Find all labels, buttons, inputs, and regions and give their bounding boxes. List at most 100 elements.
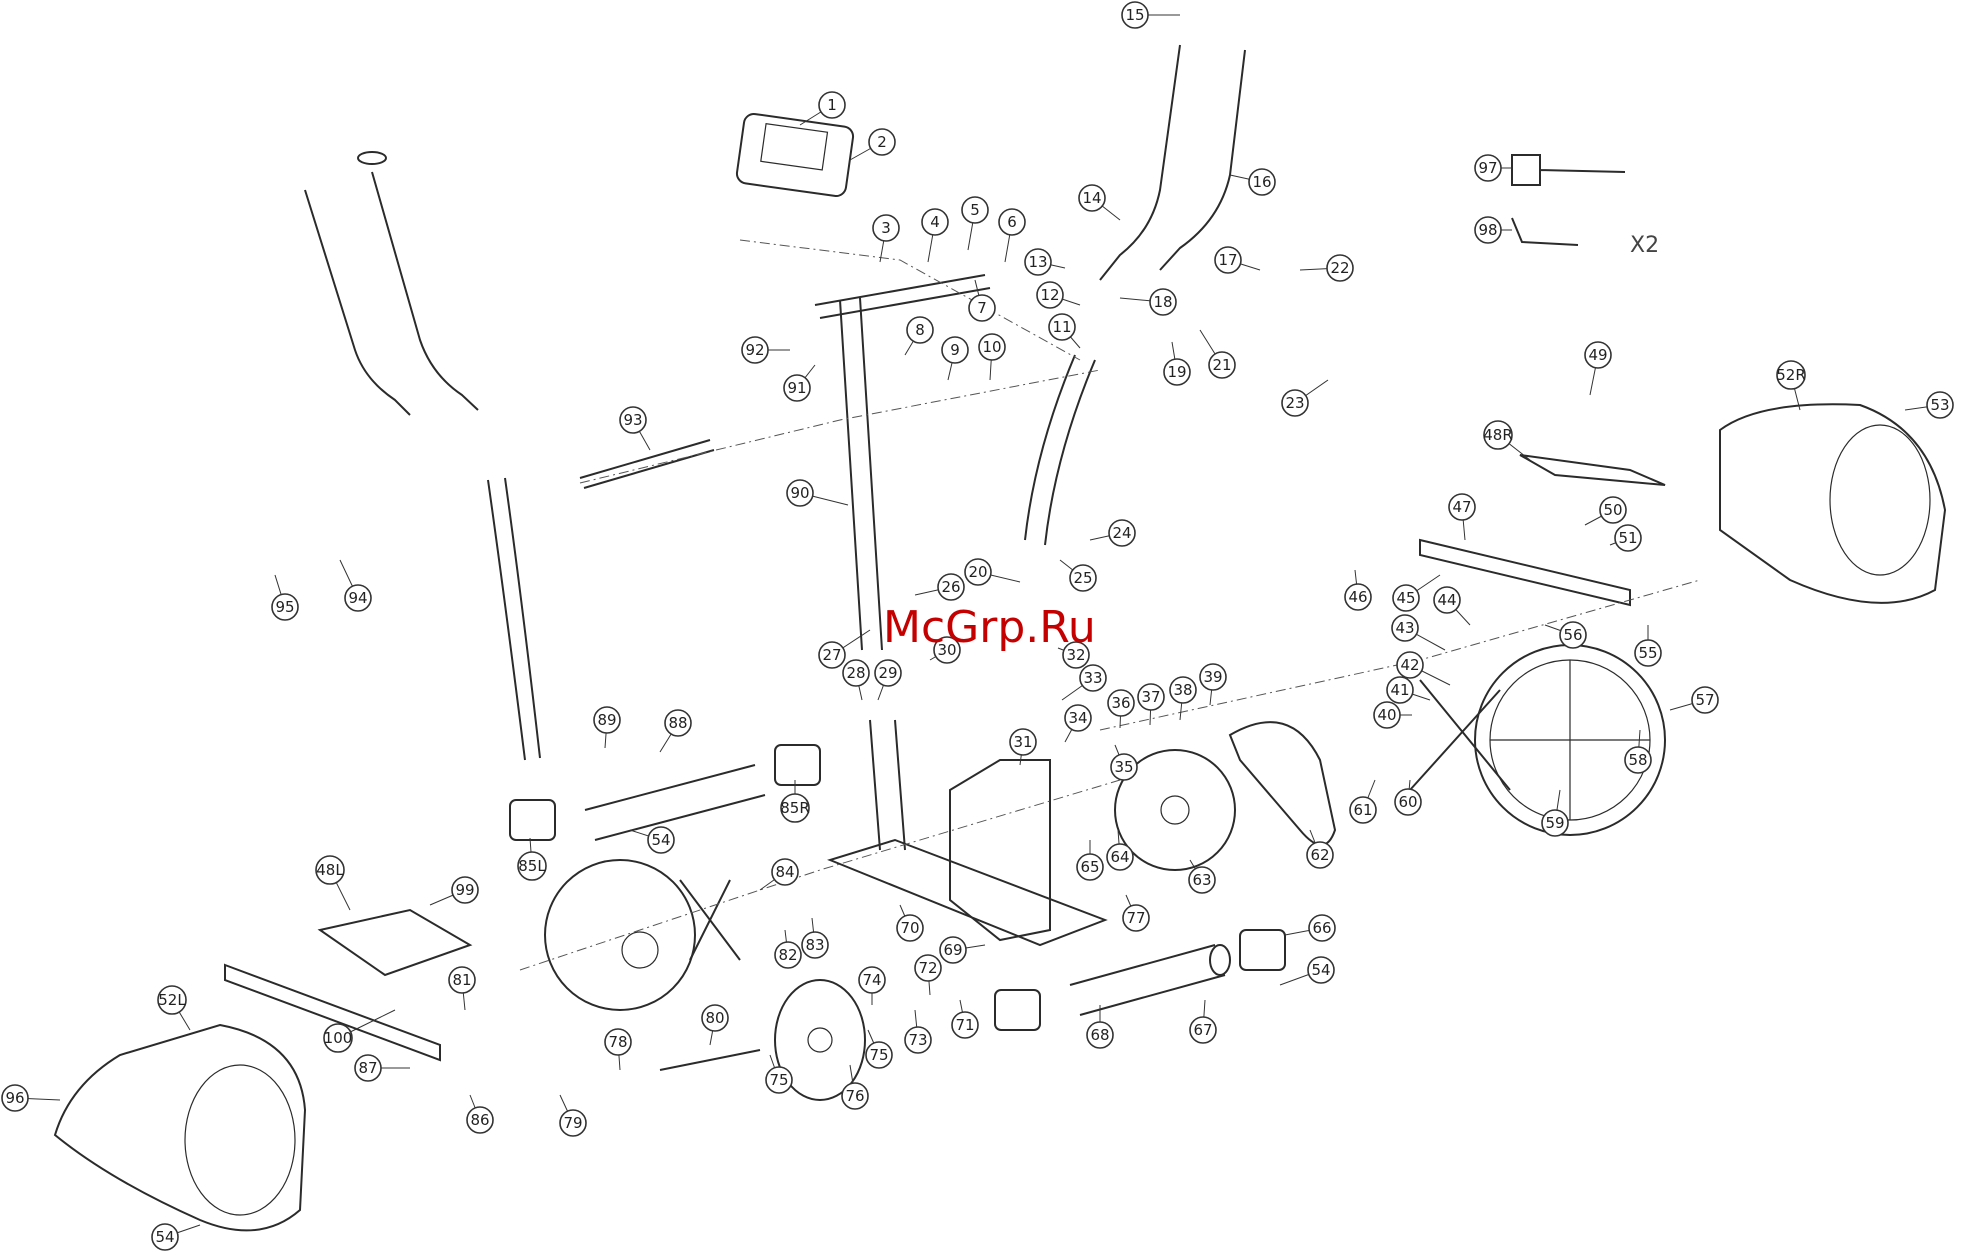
rear-stabilizer-tube <box>1069 944 1226 1016</box>
callout-circle <box>593 706 621 734</box>
callout-circle <box>964 558 992 586</box>
callout-circle <box>451 876 479 904</box>
callout-76: 76 <box>841 1082 869 1110</box>
callout-number: 21 <box>1212 356 1231 374</box>
callout-circle <box>1326 254 1354 282</box>
callout-number: 63 <box>1192 871 1211 889</box>
callout-number: 64 <box>1110 848 1129 866</box>
callout-number: 27 <box>822 646 841 664</box>
callout-96: 96 <box>1 1084 29 1112</box>
callout-circle <box>448 966 476 994</box>
callout-number: 92 <box>745 341 764 359</box>
right-cover <box>1719 403 1947 604</box>
callout-number: 99 <box>455 881 474 899</box>
callout-3: 3 <box>872 214 900 242</box>
callout-circle <box>818 91 846 119</box>
callout-number: 7 <box>977 299 987 317</box>
left-handlebar-upper-2 <box>371 171 479 411</box>
callout-66: 66 <box>1308 914 1336 942</box>
callout-number: 68 <box>1090 1026 1109 1044</box>
callout-5: 5 <box>961 196 989 224</box>
callout-30: 30 <box>933 636 961 664</box>
callout-circle <box>1599 496 1627 524</box>
callout-circle <box>1483 420 1513 450</box>
callout-7: 7 <box>968 294 996 322</box>
callout-number: 89 <box>597 711 616 729</box>
callout-number: 52R <box>1776 366 1806 384</box>
callout-43: 43 <box>1391 614 1419 642</box>
callout-circle <box>1208 351 1236 379</box>
callout-23: 23 <box>1281 389 1309 417</box>
callout-74: 74 <box>858 966 886 994</box>
callout-35: 35 <box>1110 753 1138 781</box>
callout-40: 40 <box>1373 701 1401 729</box>
callout-number: 69 <box>943 941 962 959</box>
callout-circle <box>1137 683 1165 711</box>
callout-number: 4 <box>930 213 940 231</box>
callout-circle <box>818 641 846 669</box>
callout-number: 78 <box>608 1033 627 1051</box>
callout-number: 30 <box>937 641 956 659</box>
callout-circle <box>1048 313 1076 341</box>
callout-64: 64 <box>1106 843 1134 871</box>
right-lower-arm <box>1024 354 1076 541</box>
callout-circle <box>1392 584 1420 612</box>
callout-95: 95 <box>271 593 299 621</box>
end-cap-rear <box>994 989 1041 1031</box>
callout-number: 2 <box>877 133 887 151</box>
callout-circle <box>1614 524 1642 552</box>
callout-6: 6 <box>998 208 1026 236</box>
callout-32: 32 <box>1062 641 1090 669</box>
left-lower-arm <box>487 479 526 761</box>
callout-48r: 48R <box>1483 420 1513 450</box>
callout-number: 84 <box>775 863 794 881</box>
callout-number: 85L <box>518 857 546 875</box>
callout-10: 10 <box>978 333 1006 361</box>
callout-49: 49 <box>1584 341 1612 369</box>
main-axle <box>579 439 715 489</box>
callout-number: 97 <box>1478 159 1497 177</box>
callout-90: 90 <box>786 479 814 507</box>
callout-73: 73 <box>904 1026 932 1054</box>
callout-circle <box>619 406 647 434</box>
callout-circle <box>865 1041 893 1069</box>
end-cap-85l <box>509 799 556 841</box>
callout-number: 13 <box>1028 253 1047 271</box>
callout-number: 72 <box>918 959 937 977</box>
callout-50: 50 <box>1599 496 1627 524</box>
callout-86: 86 <box>466 1106 494 1134</box>
callout-number: 95 <box>275 598 294 616</box>
callout-number: 48L <box>316 861 344 879</box>
callout-number: 90 <box>790 484 809 502</box>
belt-wheel <box>774 979 866 1101</box>
callout-circle <box>896 914 924 942</box>
callout-19: 19 <box>1163 358 1191 386</box>
callout-36: 36 <box>1107 689 1135 717</box>
callout-number: 60 <box>1398 793 1417 811</box>
callout-circle <box>1634 639 1662 667</box>
callout-20: 20 <box>964 558 992 586</box>
callout-52r: 52R <box>1776 360 1806 390</box>
callout-number: 19 <box>1167 363 1186 381</box>
callout-52l: 52L <box>157 985 187 1015</box>
callout-number: 82 <box>778 946 797 964</box>
callout-67: 67 <box>1189 1016 1217 1044</box>
callout-circle <box>1108 519 1136 547</box>
callout-number: 100 <box>324 1029 353 1047</box>
callout-number: 38 <box>1173 681 1192 699</box>
callout-number: 79 <box>563 1114 582 1132</box>
callout-number: 75 <box>769 1071 788 1089</box>
callout-75b: 75 <box>865 1041 893 1069</box>
console <box>735 112 855 198</box>
callout-circle <box>1624 746 1652 774</box>
callout-number: 45 <box>1396 589 1415 607</box>
callout-number: 31 <box>1013 733 1032 751</box>
part-drawings <box>53 44 1947 1232</box>
handle-crossbar <box>814 274 991 319</box>
callout-circle <box>774 941 802 969</box>
callout-number: 10 <box>982 338 1001 356</box>
callout-46: 46 <box>1344 583 1372 611</box>
right-handlebar-upper-2 <box>1159 49 1246 271</box>
left-cover <box>53 1023 307 1232</box>
